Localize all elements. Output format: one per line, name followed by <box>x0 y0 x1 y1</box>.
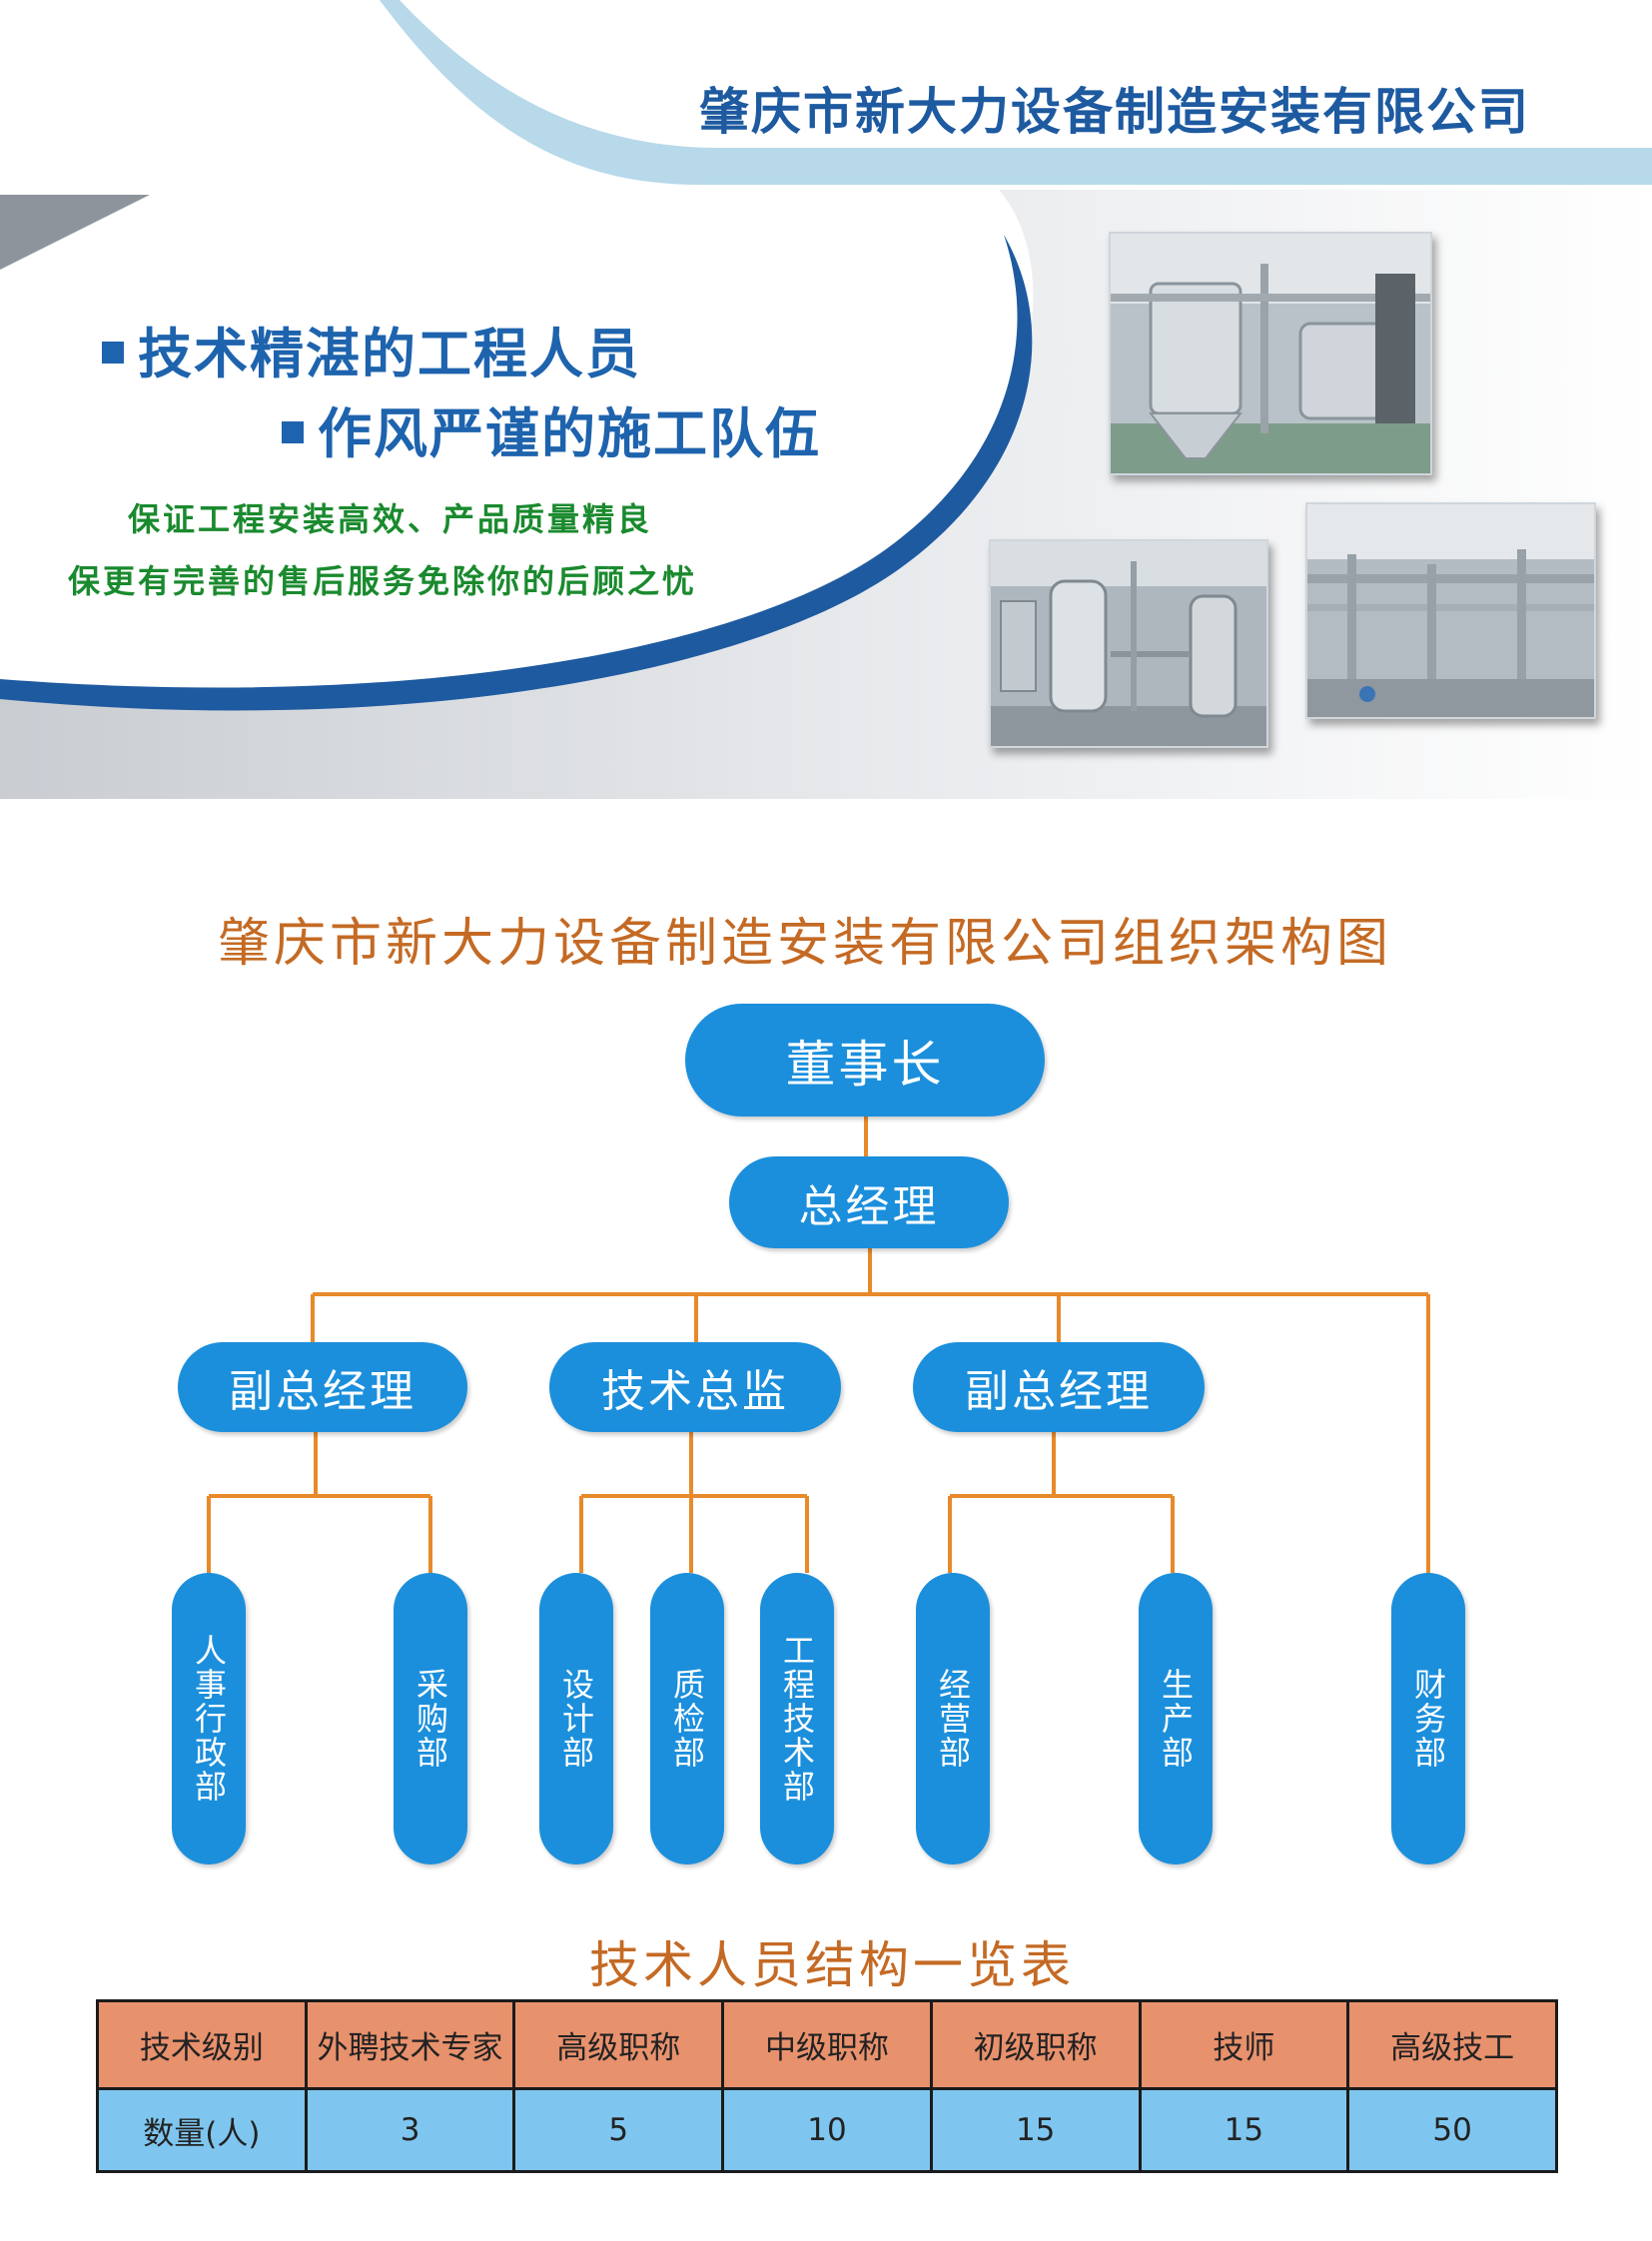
chairman-node: 董事长 <box>685 1004 1045 1117</box>
equipment-photo-filters <box>989 539 1268 748</box>
slogan-2: 作风严谨的施工队伍 <box>282 389 821 468</box>
table-header-cell: 技师 <box>1138 1999 1350 2090</box>
staff-table-title: 技术人员结构一览表 <box>589 1936 1075 1994</box>
table-header-cell: 技术级别 <box>96 1999 308 2090</box>
dept-purchasing: 采购部 <box>394 1573 467 1865</box>
dept-quality: 质检部 <box>650 1573 724 1865</box>
dept-production: 生产部 <box>1139 1573 1213 1865</box>
table-header-cell: 高级技工 <box>1346 1999 1558 2090</box>
table-header-cell: 外聘技术专家 <box>304 1999 516 2090</box>
dept-design: 设计部 <box>539 1573 613 1865</box>
table-header-cell: 初级职称 <box>929 1999 1142 2090</box>
table-header-cell: 高级职称 <box>512 1999 725 2090</box>
dept-finance: 财务部 <box>1391 1573 1465 1865</box>
table-cell: 5 <box>512 2087 725 2173</box>
general-manager-node: 总经理 <box>729 1156 1009 1248</box>
dept-engineering: 工程技术部 <box>760 1573 834 1865</box>
table-cell: 50 <box>1346 2087 1558 2173</box>
equipment-photo-tanks <box>1109 232 1432 475</box>
org-chart-title: 肇庆市新大力设备制造安装有限公司组织架构图 <box>218 914 1393 974</box>
technical-director-node: 技术总监 <box>549 1342 841 1432</box>
table-cell: 15 <box>1138 2087 1350 2173</box>
dept-business: 经营部 <box>916 1573 990 1865</box>
service-line-1: 保证工程安装高效、产品质量精良 <box>128 500 653 538</box>
bullet-icon <box>282 420 304 443</box>
table-cell: 3 <box>304 2087 516 2173</box>
table-header-cell: 中级职称 <box>721 1999 933 2090</box>
table-cell: 10 <box>721 2087 933 2173</box>
company-name-header: 肇庆市新大力设备制造安装有限公司 <box>699 83 1530 141</box>
deputy-gm-node-2: 副总经理 <box>913 1342 1205 1432</box>
deputy-gm-node-1: 副总经理 <box>178 1342 467 1432</box>
table-header-row: 技术级别 外聘技术专家 高级职称 中级职称 初级职称 技师 高级技工 <box>96 1999 1558 2090</box>
staff-structure-table: 技术级别 外聘技术专家 高级职称 中级职称 初级职称 技师 高级技工 数量(人)… <box>96 1999 1558 2173</box>
service-line-2: 保更有完善的售后服务免除你的后顾之忧 <box>68 562 698 600</box>
table-row: 数量(人) 3 5 10 15 15 50 <box>96 2087 1558 2173</box>
slogan-1: 技术精湛的工程人员 <box>102 310 641 388</box>
table-cell: 15 <box>929 2087 1142 2173</box>
bullet-icon <box>102 341 124 364</box>
table-cell: 数量(人) <box>96 2087 308 2173</box>
dept-hr-admin: 人事行政部 <box>172 1573 246 1865</box>
equipment-photo-piping <box>1305 502 1596 719</box>
